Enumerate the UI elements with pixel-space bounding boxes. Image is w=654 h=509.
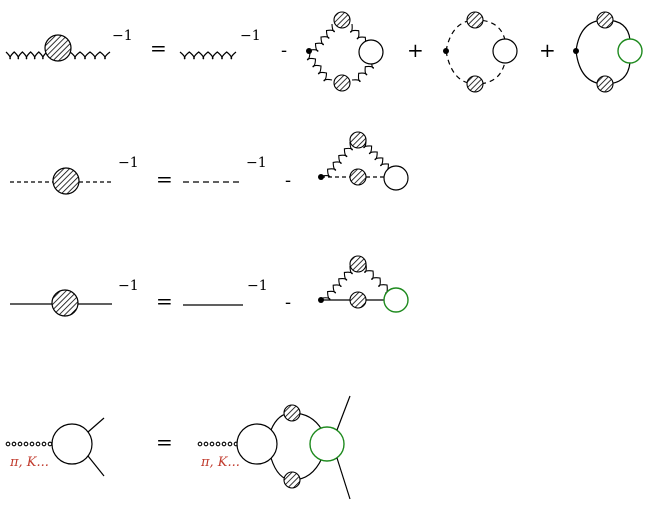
bare-vertex-dot: [573, 48, 579, 54]
bare-vertex-dot: [443, 48, 449, 54]
rhs-inverse-exponent: −1: [246, 155, 267, 171]
quark-loop-diagram: [573, 11, 643, 93]
lhs-inverse-exponent: −1: [112, 28, 133, 44]
equation-gluon: −1 = −1 - + +: [5, 11, 643, 93]
gluon-line-lhs-left: [5, 51, 48, 60]
ghost-gluon-vertex: [492, 38, 518, 64]
gluon-arc-left: [321, 265, 353, 300]
quark-gluon-vertex: [617, 38, 643, 64]
bs-amplitude-lhs: [51, 423, 93, 465]
gluon-arc-left: [321, 141, 353, 178]
gluon-line-lhs-right: [69, 51, 111, 60]
meson-dot: [227, 441, 233, 447]
dressed-gluon-blob: [44, 34, 72, 62]
bare-vertex-dot: [318, 174, 324, 180]
gluon-arc-right: [363, 139, 395, 173]
equation-ghost: −1 = −1 -: [10, 131, 409, 195]
three-gluon-vertex: [358, 39, 384, 65]
quark-self-energy-diagram: [318, 255, 409, 313]
meson-dot: [23, 441, 29, 447]
quark-gluon-vertex: [383, 287, 409, 313]
quark-leg-upper: [87, 417, 105, 433]
outgoing-quark-upper: [336, 395, 351, 431]
meson-dot: [197, 441, 203, 447]
gluon-loop-lower-left: [306, 51, 333, 82]
meson-leg-right: [197, 441, 239, 447]
meson-dot: [5, 441, 11, 447]
dressed-quark-top: [596, 11, 614, 29]
meson-dot: [35, 441, 41, 447]
ghost-loop-diagram: [443, 11, 518, 93]
meson-dot: [47, 441, 53, 447]
minus-sign: -: [285, 292, 291, 313]
meson-label-lhs: π, K...: [9, 455, 49, 470]
dressed-quark-lower: [283, 471, 301, 489]
dressed-ghost-inner: [349, 168, 367, 186]
meson-dot: [203, 441, 209, 447]
bare-vertex-dot: [306, 48, 312, 54]
dressed-gluon-top: [349, 131, 367, 149]
minus-sign: -: [285, 170, 291, 191]
equals-sign: =: [156, 167, 173, 191]
plus-sign-1: +: [407, 38, 424, 62]
equals-sign: =: [156, 289, 173, 313]
dressed-quark-inner: [349, 291, 367, 309]
equation-quark: −1 = −1 -: [10, 255, 409, 317]
ghost-gluon-vertex: [383, 165, 409, 191]
rhs-inverse-exponent: −1: [240, 28, 261, 44]
dressed-ghost-top: [466, 11, 484, 29]
quark-leg-lower: [87, 455, 105, 477]
meson-leg-left: [5, 441, 53, 447]
equals-sign: =: [150, 36, 167, 60]
minus-sign: -: [281, 40, 287, 61]
gluon-loop-diagram: [306, 11, 384, 92]
equation-bound-state: π, K... = π, K...: [5, 395, 351, 500]
gluon-line-bare: [179, 51, 237, 60]
lhs-inverse-exponent: −1: [118, 155, 139, 171]
quark-meson-vertex: [309, 426, 345, 462]
meson-dot: [29, 441, 35, 447]
rhs-inverse-exponent: −1: [247, 278, 268, 294]
dressed-propagator-top: [333, 11, 351, 29]
bare-vertex-dot: [318, 297, 324, 303]
outgoing-quark-lower: [336, 457, 351, 500]
gluon-loop-upper-left: [309, 23, 335, 52]
dressed-quark-upper: [283, 404, 301, 422]
meson-dot: [221, 441, 227, 447]
meson-label-rhs: π, K...: [200, 455, 240, 470]
ghost-self-energy-diagram: [318, 131, 409, 191]
meson-dot: [209, 441, 215, 447]
meson-dot: [17, 441, 23, 447]
lhs-inverse-exponent: −1: [118, 278, 139, 294]
plus-sign-2: +: [539, 38, 556, 62]
gluon-loop-lower-right: [351, 59, 374, 82]
equals-sign: =: [156, 430, 173, 454]
meson-dot: [41, 441, 47, 447]
meson-dot: [215, 441, 221, 447]
dressed-quark-blob: [51, 289, 79, 317]
bs-amplitude-rhs: [236, 423, 278, 465]
dressed-gluon-top: [349, 255, 367, 273]
dressed-ghost-blob: [52, 167, 80, 195]
meson-dot: [11, 441, 17, 447]
dressed-propagator-bottom: [333, 74, 351, 92]
dressed-ghost-bottom: [466, 75, 484, 93]
dressed-quark-bottom: [596, 75, 614, 93]
gluon-arc-right: [364, 263, 395, 294]
